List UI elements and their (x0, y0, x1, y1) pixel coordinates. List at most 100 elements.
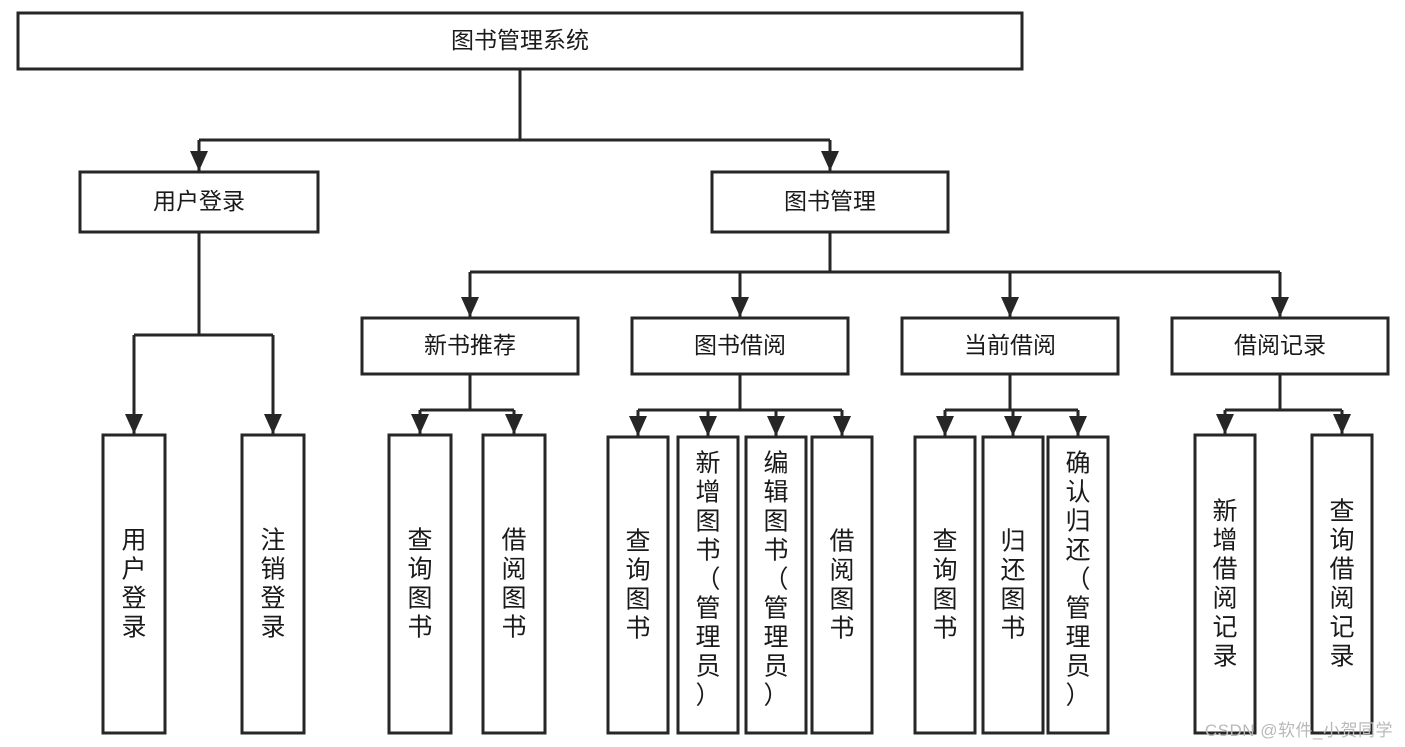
node-label-current-borrow: 当前借阅 (964, 332, 1056, 358)
arrow-to-leaf-return-book (1004, 416, 1022, 436)
node-label-char: 图 (625, 586, 650, 614)
arrow-to-leaf-edit-book-admin (767, 416, 785, 436)
node-label-char: 书 (695, 537, 720, 565)
node-root[interactable]: 图书管理系统 (16, 11, 1024, 71)
node-label-char: 图 (1000, 586, 1025, 614)
node-label-char: 书 (763, 537, 788, 565)
arrow-to-leaf-query-book-cur (936, 416, 954, 436)
node-label-char: 管 (1065, 595, 1090, 623)
node-label-char: 图 (501, 585, 526, 613)
node-label-char: 查 (1329, 498, 1354, 526)
node-label-char: 图 (829, 586, 854, 614)
node-label-char: 员 (695, 653, 720, 681)
arrow-to-leaf-confirm-return-admin (1069, 416, 1087, 436)
node-label-char: 登 (121, 585, 146, 613)
node-label-char: 理 (695, 624, 720, 652)
node-label-char: ） (695, 682, 720, 710)
node-label-char: 书 (625, 615, 650, 643)
node-label-char: 员 (1065, 653, 1090, 681)
arrow-to-new-book-recommend (461, 297, 479, 317)
node-box-new-book-recommend (360, 316, 580, 376)
node-label-char: 询 (407, 556, 432, 584)
node-box-leaf-edit-book-admin (744, 435, 808, 735)
node-label-char: （ (695, 566, 720, 594)
arrow-to-leaf-borrow-book (833, 416, 851, 436)
node-label-char: 书 (501, 614, 526, 642)
arrow-to-leaf-user-login (125, 414, 143, 434)
node-book-manage[interactable]: 图书管理 (710, 170, 950, 234)
node-label-char: 录 (1329, 643, 1354, 671)
node-box-leaf-borrow-book-rec (481, 433, 547, 735)
node-user-login[interactable]: 用户登录 (78, 170, 320, 234)
arrow-to-leaf-logout (264, 414, 282, 434)
node-label-char: （ (1065, 566, 1090, 594)
connector-layer (125, 69, 1351, 436)
node-label-new-book-recommend: 新书推荐 (424, 332, 516, 358)
node-label-char: 辑 (763, 479, 788, 507)
node-label-char: 借 (1329, 556, 1354, 584)
node-box-leaf-confirm-return-admin (1046, 435, 1110, 735)
node-label-char: 用 (121, 527, 146, 555)
node-box-borrow-record (1170, 316, 1390, 376)
node-borrow-record[interactable]: 借阅记录 (1170, 316, 1390, 376)
node-label-char: 查 (932, 528, 957, 556)
node-box-leaf-query-book-borrow (606, 435, 670, 735)
node-label-char: 认 (1065, 479, 1090, 507)
node-label-char: 借 (501, 527, 526, 555)
node-label-char: 借 (829, 528, 854, 556)
node-label-char: 书 (829, 615, 854, 643)
node-label-char: 查 (625, 528, 650, 556)
csdn-watermark: CSDN @软件_小贺同学 (1204, 721, 1393, 740)
arrow-to-leaf-add-borrow-record (1216, 414, 1234, 434)
node-new-book-recommend[interactable]: 新书推荐 (360, 316, 580, 376)
node-layer: 图书管理系统用户登录图书管理新书推荐图书借阅当前借阅借阅记录用户登录注销登录查询… (16, 11, 1390, 735)
node-label-char: ） (763, 682, 788, 710)
node-book-borrow[interactable]: 图书借阅 (630, 316, 850, 376)
node-box-user-login (78, 170, 320, 234)
node-label-char: 借 (1212, 556, 1237, 584)
node-label-char: ） (1065, 682, 1090, 710)
node-label-char: 询 (932, 557, 957, 585)
arrow-to-leaf-borrow-book-rec (505, 414, 523, 434)
node-label-root: 图书管理系统 (451, 27, 589, 53)
node-label-char: 书 (407, 614, 432, 642)
arrow-to-user-login (190, 151, 208, 171)
node-label-char: 图 (695, 508, 720, 536)
node-label-char: 归 (1065, 508, 1090, 536)
node-label-char: 录 (121, 614, 146, 642)
node-box-leaf-logout (240, 433, 306, 735)
node-label-borrow-record: 借阅记录 (1234, 332, 1326, 358)
node-label-char: 记 (1329, 614, 1354, 642)
node-box-current-borrow (900, 316, 1120, 376)
node-label-char: 还 (1065, 537, 1090, 565)
node-label-char: 阅 (501, 556, 526, 584)
node-label-char: 图 (407, 585, 432, 613)
node-leaf-user-login[interactable]: 用户登录 (101, 433, 167, 735)
node-label-char: 确 (1065, 450, 1090, 478)
node-label-char: 归 (1000, 528, 1025, 556)
node-label-char: 管 (695, 595, 720, 623)
node-label-char: 书 (1000, 615, 1025, 643)
node-box-leaf-query-book-cur (913, 435, 977, 735)
arrow-to-book-manage (821, 151, 839, 171)
node-label-char: 阅 (829, 557, 854, 585)
arrow-to-book-borrow (731, 297, 749, 317)
arrow-to-leaf-query-book-rec (411, 414, 429, 434)
node-current-borrow[interactable]: 当前借阅 (900, 316, 1120, 376)
node-box-book-manage (710, 170, 950, 234)
node-label-char: 编 (763, 450, 788, 478)
node-label-char: 增 (1212, 527, 1237, 555)
arrow-to-current-borrow (1001, 297, 1019, 317)
